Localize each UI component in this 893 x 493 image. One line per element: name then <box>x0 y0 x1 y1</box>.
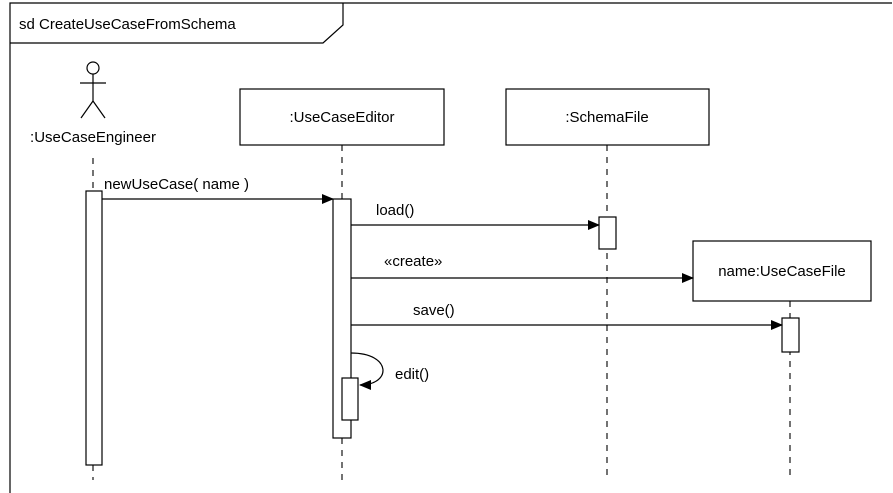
lifeline-head-use-case-editor: :UseCaseEditor <box>239 88 445 146</box>
message-edit-label: edit() <box>395 366 429 383</box>
message-new-use-case-label: newUseCase( name ) <box>104 176 249 193</box>
lifeline-label-use-case-file: name:UseCaseFile <box>718 263 846 280</box>
lifeline-head-schema-file: :SchemaFile <box>505 88 710 146</box>
actor-label: :UseCaseEngineer <box>30 129 156 146</box>
lifeline-head-use-case-file: name:UseCaseFile <box>692 240 872 302</box>
stick-figure-icon <box>80 61 106 119</box>
message-save-label: save() <box>413 302 455 319</box>
lifeline-label-editor: :UseCaseEditor <box>289 109 394 126</box>
activation-schema <box>598 216 617 250</box>
message-load-label: load() <box>376 202 414 219</box>
activation-editor-edit <box>341 377 359 421</box>
message-create-label: «create» <box>384 253 442 270</box>
lifeline-label-schema: :SchemaFile <box>565 109 648 126</box>
actor-use-case-engineer: :UseCaseEngineer <box>30 61 156 146</box>
diagram-frame: sd CreateUseCaseFromSchema <box>9 2 892 493</box>
frame-title: sd CreateUseCaseFromSchema <box>19 16 236 33</box>
frame-title-tab <box>10 3 344 44</box>
activation-engineer <box>85 190 103 466</box>
message-edit-self-arrow <box>350 352 384 390</box>
activation-use-case-file <box>781 317 800 353</box>
